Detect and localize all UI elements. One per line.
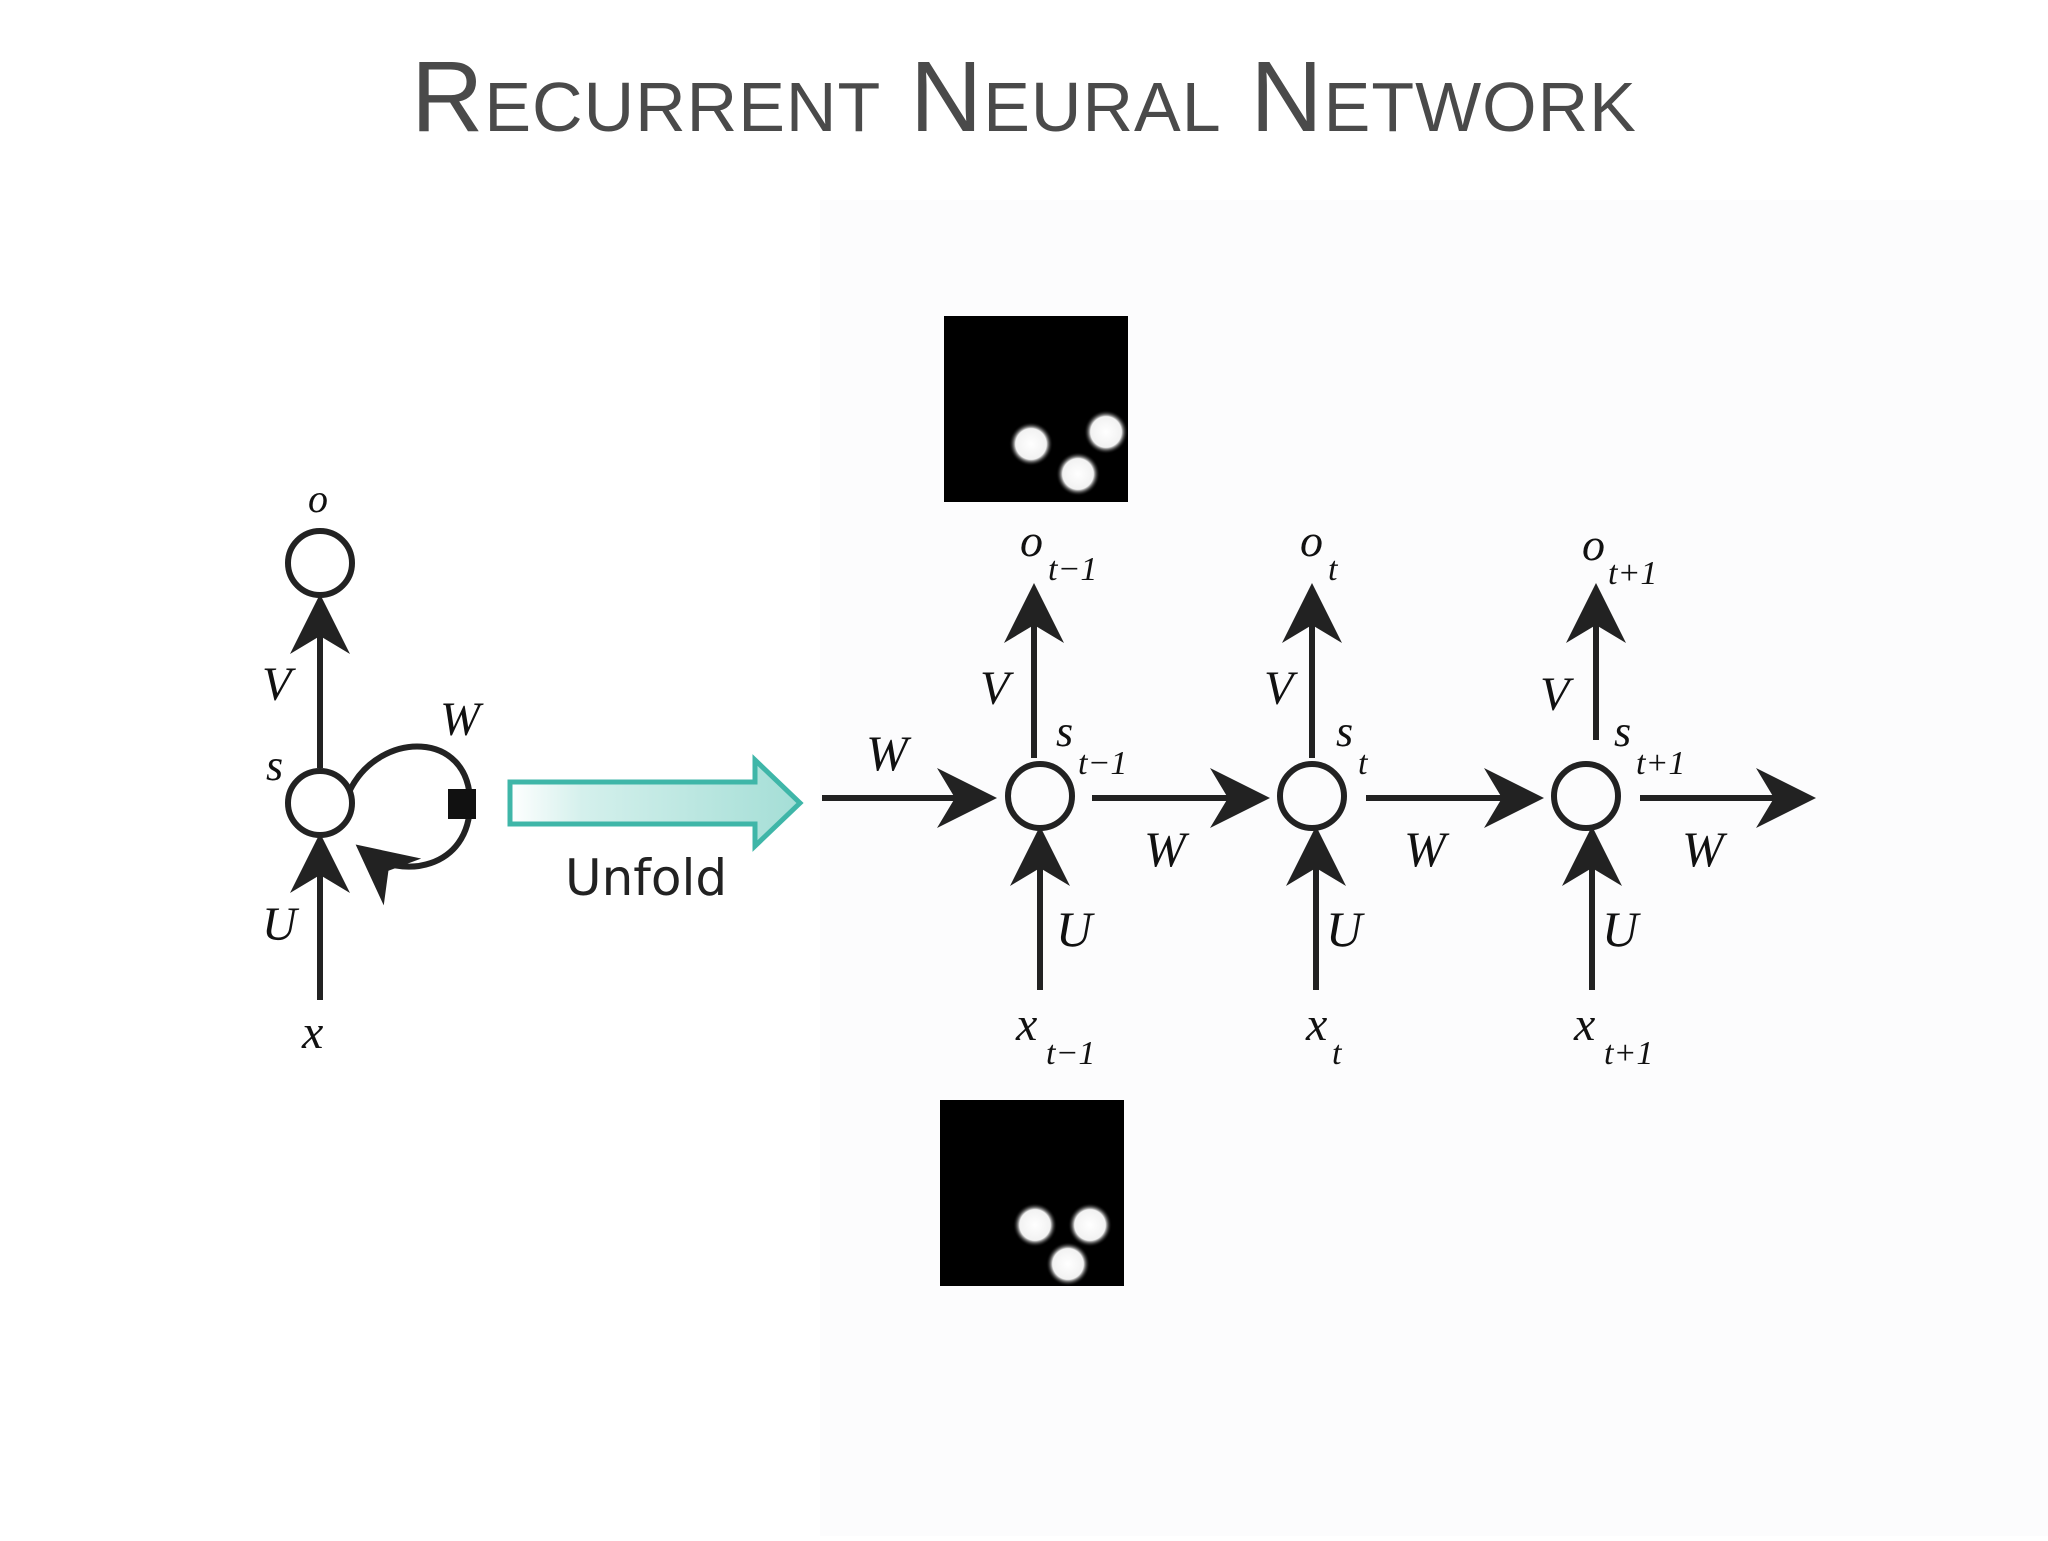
step-t: V U W o t s t x t (1264, 515, 1544, 1072)
state-sub: t+1 (1636, 745, 1685, 782)
output-sub: t+1 (1608, 555, 1657, 592)
u-label: U (1326, 901, 1365, 957)
v-label: V (1264, 662, 1298, 715)
state-label: s (1336, 707, 1353, 756)
folded-output-node (285, 528, 355, 598)
folded-u-label: U (262, 898, 300, 951)
state-node (1005, 761, 1075, 831)
folded-state-node (285, 768, 355, 838)
state-sub: t (1358, 745, 1369, 782)
unfold-label: Unfold (565, 849, 727, 907)
folded-rnn: o V s W U x (262, 476, 484, 1059)
folded-output-label: o (308, 476, 328, 521)
input-sub: t−1 (1046, 1035, 1095, 1072)
output-label: o (1582, 519, 1605, 570)
folded-state-label: s (266, 741, 283, 790)
state-node (1551, 761, 1621, 831)
v-label: V (980, 662, 1014, 715)
output-sub: t (1328, 551, 1339, 588)
output-thumbnail (944, 316, 1128, 502)
unrolled-rnn: W V U W o t−1 s t−1 x t−1 V U W o (822, 515, 1816, 1072)
folded-input-label: x (301, 1006, 323, 1059)
incoming-w-label: W (866, 725, 912, 781)
unfold-arrow-icon (507, 754, 804, 852)
w-next-label: W (1144, 821, 1190, 877)
state-sub: t−1 (1078, 745, 1127, 782)
input-label: x (1573, 998, 1595, 1051)
input-thumbnail (940, 1100, 1124, 1286)
step-t-minus-1: V U W o t−1 s t−1 x t−1 (980, 515, 1270, 1072)
input-label: x (1015, 998, 1037, 1051)
state-node (1277, 761, 1347, 831)
output-label: o (1300, 515, 1323, 566)
state-label: s (1614, 707, 1631, 756)
w-next-label: W (1682, 821, 1728, 877)
folded-w-label: W (440, 693, 484, 746)
input-sub: t (1332, 1035, 1343, 1072)
input-sub: t+1 (1604, 1035, 1653, 1072)
output-label: o (1020, 515, 1043, 566)
page-title: Recurrent Neural Network (411, 41, 1637, 153)
v-label: V (1540, 668, 1574, 721)
folded-v-label: V (262, 658, 296, 711)
u-label: U (1056, 901, 1095, 957)
step-t-plus-1: V U W o t+1 s t+1 x t+1 (1540, 519, 1816, 1072)
state-label: s (1056, 707, 1073, 756)
unfold-arrow: Unfold (507, 754, 804, 907)
w-next-label: W (1404, 821, 1450, 877)
u-label: U (1602, 901, 1641, 957)
folded-delay-square-icon (448, 789, 476, 819)
input-label: x (1305, 998, 1327, 1051)
output-sub: t−1 (1048, 551, 1097, 588)
